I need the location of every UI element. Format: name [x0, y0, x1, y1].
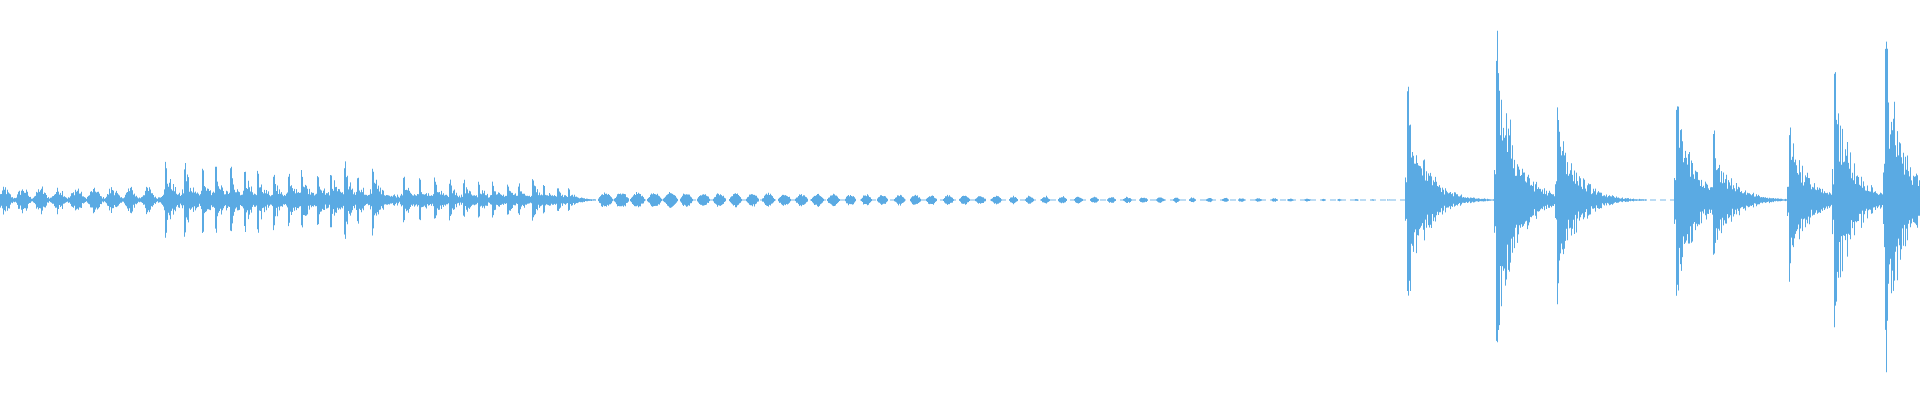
waveform-bars [0, 30, 1920, 373]
